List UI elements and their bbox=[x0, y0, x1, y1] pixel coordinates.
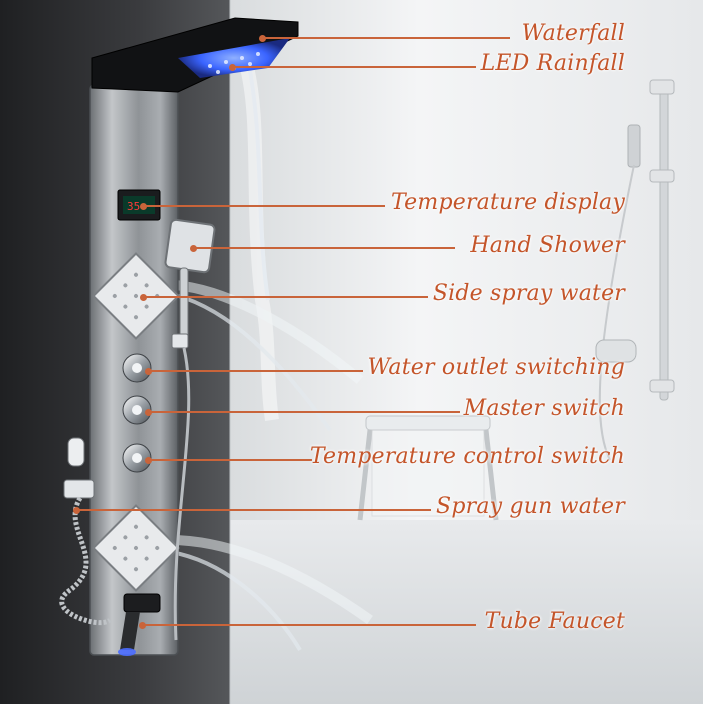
leader-line bbox=[262, 37, 510, 39]
leader-dot bbox=[73, 507, 80, 514]
background-stool bbox=[357, 415, 499, 521]
leader-dot bbox=[145, 457, 152, 464]
water-sprays bbox=[169, 58, 373, 652]
leader-dot bbox=[145, 368, 152, 375]
leader-dot bbox=[140, 203, 147, 210]
leader-dot bbox=[259, 35, 266, 42]
leader-dot bbox=[190, 245, 197, 252]
leader-line bbox=[148, 411, 460, 413]
leader-line bbox=[143, 205, 385, 207]
callout-water-outlet-switching: Water outlet switching bbox=[367, 355, 625, 380]
leader-line bbox=[76, 509, 431, 511]
leader-line bbox=[148, 459, 312, 461]
shower-panel: 35 bbox=[59, 17, 299, 656]
callout-master-switch: Master switch bbox=[463, 396, 625, 421]
svg-text:35: 35 bbox=[127, 200, 140, 213]
callout-led-rainfall: LED Rainfall bbox=[480, 51, 625, 76]
callout-side-spray-water: Side spray water bbox=[432, 281, 625, 306]
callout-waterfall: Waterfall bbox=[521, 21, 625, 46]
leader-dot bbox=[139, 622, 146, 629]
leader-line bbox=[142, 624, 476, 626]
leader-line bbox=[193, 247, 455, 249]
leader-dot bbox=[145, 409, 152, 416]
callout-spray-gun-water: Spray gun water bbox=[436, 494, 625, 519]
leader-dot bbox=[229, 64, 236, 71]
control-knobs bbox=[122, 353, 152, 473]
led-rainfall-panel bbox=[178, 38, 290, 78]
leader-line bbox=[143, 296, 428, 298]
background-shower-rail bbox=[595, 79, 675, 461]
leader-dot bbox=[140, 294, 147, 301]
leader-line bbox=[232, 66, 476, 68]
callout-temperature-display: Temperature display bbox=[391, 190, 625, 215]
callout-tube-faucet: Tube Faucet bbox=[484, 609, 625, 634]
leader-line bbox=[148, 370, 363, 372]
callout-hand-shower: Hand Shower bbox=[470, 233, 625, 258]
callout-temperature-control-switch: Temperature control switch bbox=[309, 444, 625, 469]
